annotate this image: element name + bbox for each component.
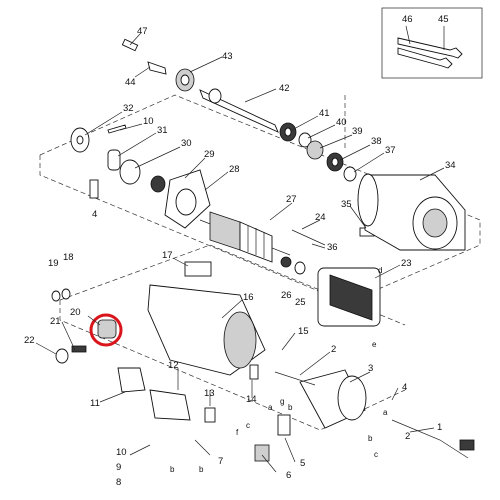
label-4-upper: 4 [92,209,97,220]
label-g: g [280,397,284,406]
label-32: 32 [123,103,134,114]
motor-housing [147,261,266,376]
label-41: 41 [319,108,330,119]
label-b-top: b [288,403,293,412]
label-7: 7 [218,456,223,467]
label-42: 42 [279,83,290,94]
label-5: 5 [300,458,305,469]
label-39: 39 [352,126,363,137]
spindle-assembly [121,38,357,182]
label-2-upper: 2 [331,344,336,355]
armature [199,211,291,263]
label-31: 31 [157,125,168,136]
label-37: 37 [385,145,396,156]
label-26: 26 [281,290,292,301]
label-21: 21 [50,316,61,327]
label-36: 36 [327,242,338,253]
spanner-inset [381,7,483,79]
label-40: 40 [336,117,347,128]
bearing-holder-parts [70,124,211,229]
highlight-circle [89,313,123,347]
label-11: 11 [90,398,100,409]
label-38: 38 [371,136,382,147]
label-25: 25 [295,297,306,308]
label-22: 22 [24,335,35,346]
label-45: 45 [438,14,449,25]
label-19: 19 [48,258,59,269]
label-17: 17 [162,250,173,261]
label-d: d [378,266,382,275]
label-12: 12 [168,360,179,371]
label-34: 34 [445,160,456,171]
label-b-lower-mid: b [199,465,204,474]
label-6: 6 [286,470,291,481]
label-10-lower: 10 [116,447,127,458]
label-18: 18 [63,252,74,263]
label-3: 3 [368,363,373,374]
label-16: 16 [243,292,254,303]
label-29: 29 [204,149,215,160]
label-30: 30 [181,138,192,149]
label-43: 43 [222,51,233,62]
label-24: 24 [315,212,326,223]
label-c-right: c [374,450,378,459]
label-b-right: b [368,434,373,443]
cover-and-cord [274,369,475,459]
label-10-upper: 10 [143,116,154,127]
assembly-dashed-lines [39,94,481,431]
label-44: 44 [125,77,136,88]
label-14: 14 [246,394,257,405]
label-9: 9 [116,462,121,473]
label-a-right: a [383,408,388,417]
label-8: 8 [116,477,121,488]
label-1: 1 [437,422,442,433]
label-46: 46 [402,14,413,25]
label-27: 27 [286,194,297,205]
label-b-lower-left: b [170,465,175,474]
label-23: 23 [401,258,412,269]
label-35: 35 [341,199,352,210]
label-2-lower: 2 [405,431,410,442]
leader-lines [35,33,445,473]
field-assembly [280,227,381,327]
label-c-left: c [246,421,250,430]
label-20: 20 [70,307,81,318]
part-labels: 47 43 44 42 46 45 32 10 31 30 29 28 41 4… [24,14,456,488]
gear-housing [357,173,466,251]
label-47: 47 [137,26,148,37]
label-15: 15 [298,326,309,337]
label-f: f [236,428,239,437]
label-13: 13 [204,388,215,399]
brush-parts [51,288,117,364]
label-28: 28 [229,164,240,175]
label-4-lower: 4 [402,382,407,393]
label-a-left: a [268,403,273,412]
label-e: e [372,340,377,349]
switch-assembly [117,364,291,462]
